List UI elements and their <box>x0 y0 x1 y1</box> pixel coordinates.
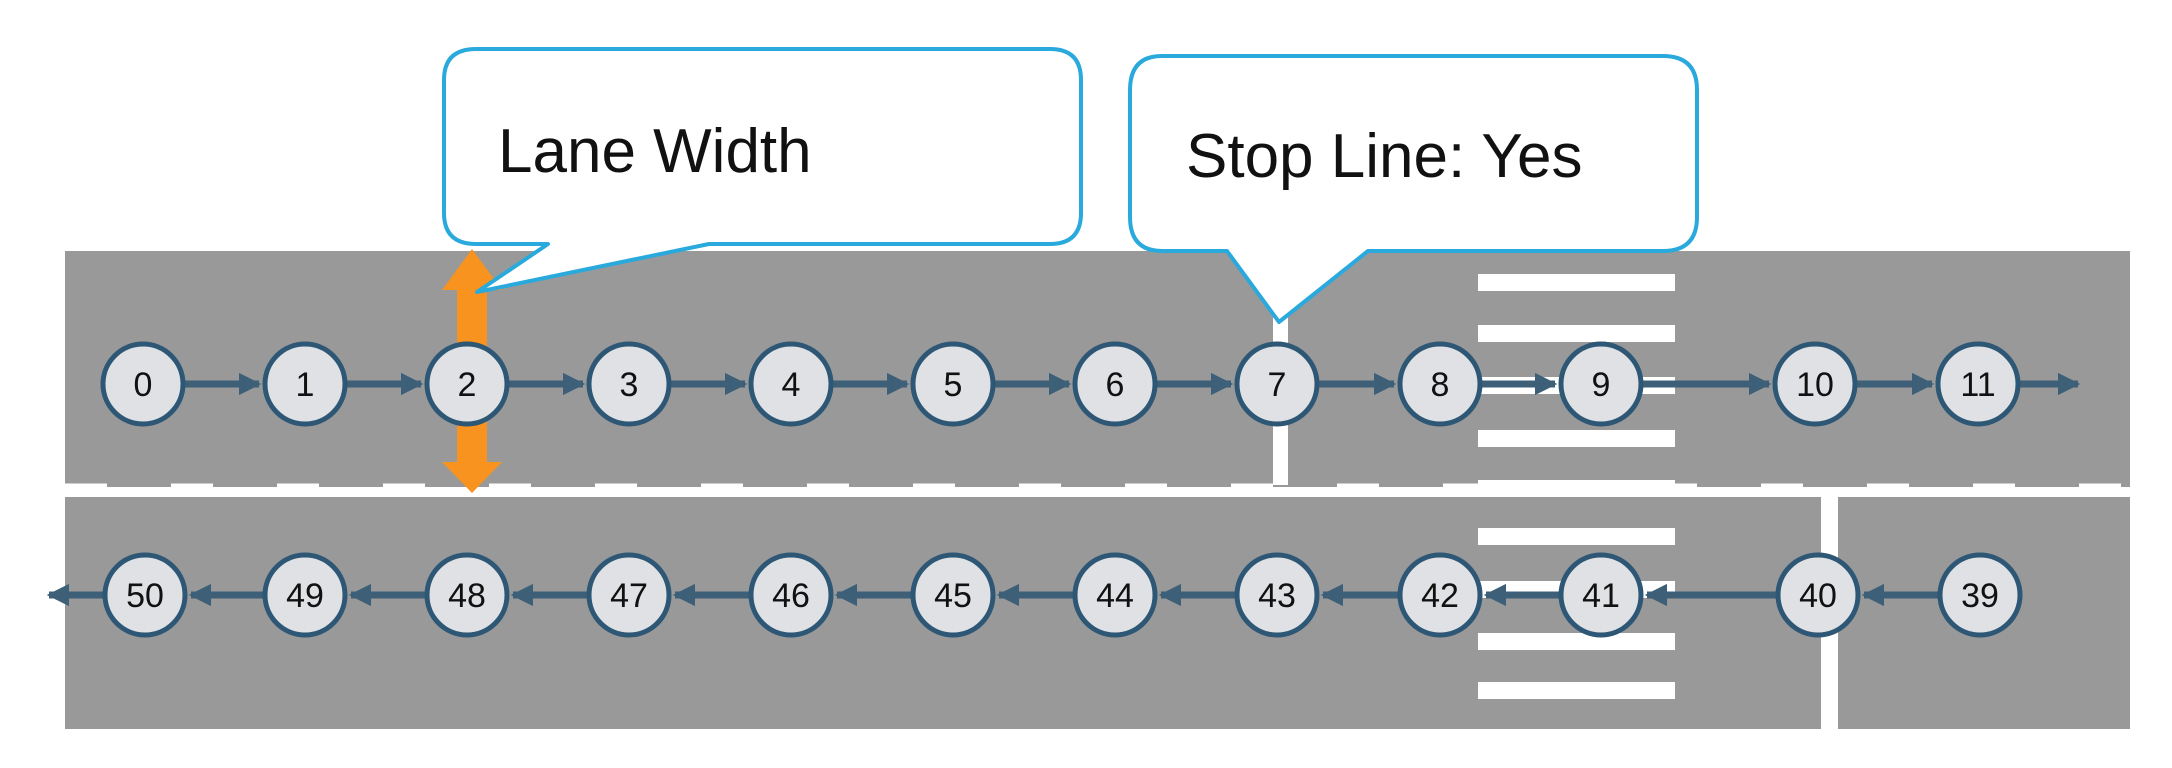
callout-stop-line-text: Stop Line: Yes <box>1186 122 1582 191</box>
waypoint-node-7: 7 <box>1234 341 1320 427</box>
waypoint-label: 7 <box>1268 366 1287 404</box>
waypoint-circle <box>1558 341 1644 427</box>
waypoint-node-1: 1 <box>262 341 348 427</box>
waypoint-node-11: 11 <box>1935 341 2021 427</box>
waypoint-circle <box>586 552 672 638</box>
callout-lane-width: Lane Width <box>442 47 1083 294</box>
waypoint-label: 2 <box>458 366 477 404</box>
waypoint-circle <box>1072 552 1158 638</box>
waypoint-circle <box>1558 552 1644 638</box>
waypoint-circle <box>1397 341 1483 427</box>
waypoint-node-45: 45 <box>910 552 996 638</box>
waypoint-circle <box>910 341 996 427</box>
waypoint-node-42: 42 <box>1397 552 1483 638</box>
waypoint-label: 45 <box>934 577 972 615</box>
waypoint-node-46: 46 <box>748 552 834 638</box>
waypoint-node-50: 50 <box>102 552 188 638</box>
waypoint-label: 41 <box>1582 577 1620 615</box>
waypoint-label: 40 <box>1799 577 1837 615</box>
waypoint-label: 47 <box>610 577 648 615</box>
waypoint-node-47: 47 <box>586 552 672 638</box>
waypoint-label: 0 <box>134 366 153 404</box>
waypoint-node-48: 48 <box>424 552 510 638</box>
waypoint-label: 1 <box>296 366 315 404</box>
waypoint-label: 9 <box>1592 366 1611 404</box>
waypoint-label: 50 <box>126 577 164 615</box>
waypoint-circle <box>262 552 348 638</box>
waypoint-circle <box>100 341 186 427</box>
waypoint-node-4: 4 <box>748 341 834 427</box>
waypoint-label: 3 <box>620 366 639 404</box>
waypoint-node-39: 39 <box>1937 552 2023 638</box>
callout-lane-width-text: Lane Width <box>498 117 812 186</box>
waypoint-label: 11 <box>1960 366 1995 404</box>
waypoint-circle <box>1397 552 1483 638</box>
waypoint-circle <box>1072 341 1158 427</box>
waypoint-node-8: 8 <box>1397 341 1483 427</box>
waypoint-circle <box>1234 341 1320 427</box>
waypoint-label: 48 <box>448 577 486 615</box>
waypoint-label: 42 <box>1421 577 1459 615</box>
waypoint-circle <box>102 552 188 638</box>
waypoint-node-49: 49 <box>262 552 348 638</box>
waypoint-label: 43 <box>1258 577 1296 615</box>
waypoint-node-44: 44 <box>1072 552 1158 638</box>
callout-stop-line: Stop Line: Yes <box>1128 54 1699 324</box>
waypoint-node-3: 3 <box>586 341 672 427</box>
waypoint-label: 4 <box>782 366 801 404</box>
waypoint-node-5: 5 <box>910 341 996 427</box>
waypoint-node-41: 41 <box>1558 552 1644 638</box>
waypoint-label: 8 <box>1431 366 1450 404</box>
waypoint-node-6: 6 <box>1072 341 1158 427</box>
waypoint-label: 44 <box>1096 577 1134 615</box>
waypoint-label: 6 <box>1106 366 1125 404</box>
waypoint-circle <box>910 552 996 638</box>
waypoint-circle <box>1234 552 1320 638</box>
waypoint-arrows <box>46 372 2081 607</box>
waypoint-circle <box>262 341 348 427</box>
waypoint-circle <box>424 552 510 638</box>
waypoint-circle <box>748 552 834 638</box>
waypoint-circle <box>1775 552 1861 638</box>
waypoint-circle <box>1772 341 1858 427</box>
waypoint-label: 5 <box>944 366 963 404</box>
waypoint-circle <box>748 341 834 427</box>
waypoint-label: 49 <box>286 577 324 615</box>
waypoint-node-2: 2 <box>424 341 510 427</box>
waypoint-circle <box>1937 552 2023 638</box>
waypoint-label: 39 <box>1961 577 1999 615</box>
waypoint-circle <box>586 341 672 427</box>
waypoint-circle <box>1935 341 2021 427</box>
waypoint-label: 46 <box>772 577 810 615</box>
waypoint-node-10: 10 <box>1772 341 1858 427</box>
waypoint-node-0: 0 <box>100 341 186 427</box>
waypoint-circle <box>424 341 510 427</box>
waypoint-node-9: 9 <box>1558 341 1644 427</box>
waypoint-node-40: 40 <box>1775 552 1861 638</box>
waypoint-node-43: 43 <box>1234 552 1320 638</box>
waypoint-label: 10 <box>1796 366 1834 404</box>
